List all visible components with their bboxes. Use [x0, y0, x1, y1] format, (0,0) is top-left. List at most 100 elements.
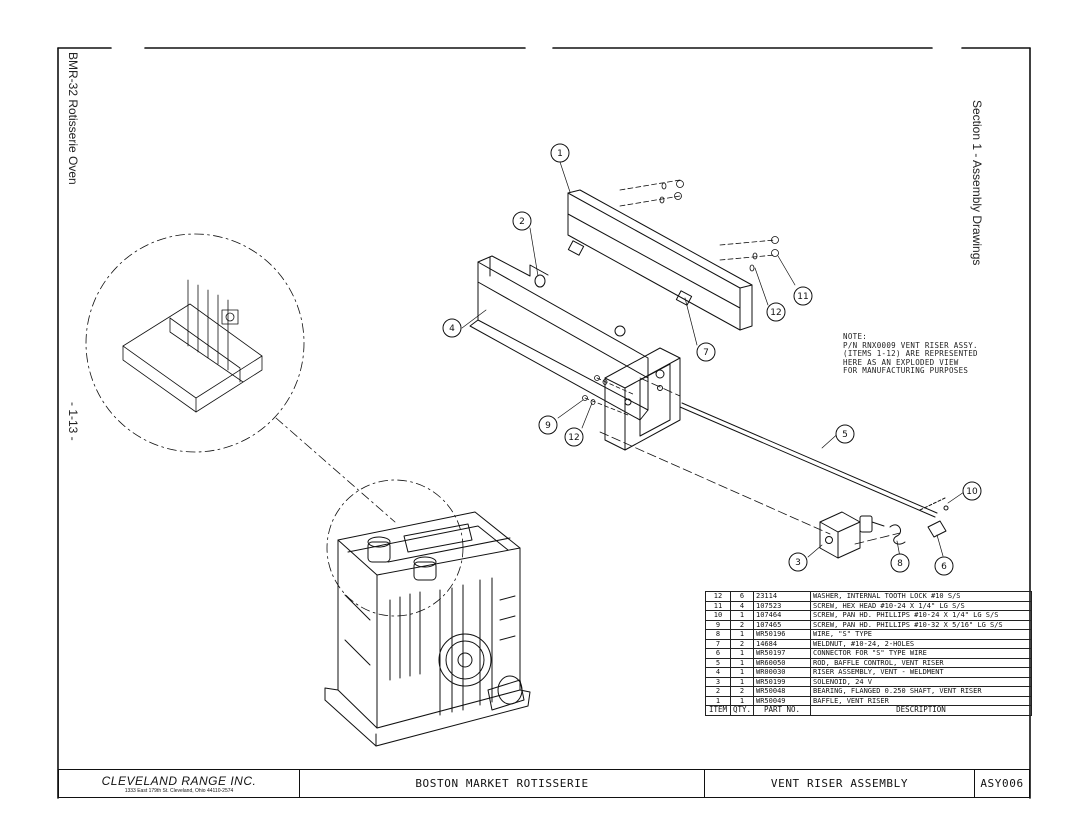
cell-description: ROD, BAFFLE CONTROL, VENT RISER [810, 657, 1032, 668]
balloon-label: 2 [519, 217, 525, 227]
cell-qty: 1 [730, 695, 754, 706]
cell-item: 10 [705, 610, 731, 621]
cell-qty: 2 [730, 619, 754, 630]
drawing-number-cell: ASY006 [975, 770, 1029, 797]
cell-description: CONNECTOR FOR "S" TYPE WIRE [810, 648, 1032, 659]
balloon-item-11: 11 [793, 286, 813, 306]
cell-qty: 1 [730, 648, 754, 659]
cell-item: 5 [705, 657, 731, 668]
section-title: Section 1 - Assembly Drawings [970, 100, 984, 266]
balloon-item-10: 10 [962, 481, 982, 501]
assembly-cell: VENT RISER ASSEMBLY [705, 770, 975, 797]
balloon-label: 8 [897, 559, 903, 569]
cell-qty: 4 [730, 600, 754, 611]
balloon-label: 5 [842, 430, 848, 440]
company-name: CLEVELAND RANGE INC. [101, 773, 257, 788]
column-header-description: DESCRIPTION [810, 705, 1032, 716]
cell-description: WASHER, INTERNAL TOOTH LOCK #10 S/S [810, 591, 1032, 602]
cell-part-no: WR50199 [753, 676, 811, 687]
cell-part-no: 107464 [753, 610, 811, 621]
cell-description: BEARING, FLANGED 0.250 SHAFT, VENT RISER [810, 686, 1032, 697]
cell-description: RISER ASSEMBLY, VENT - WELDMENT [810, 667, 1032, 678]
product-name: BOSTON MARKET ROTISSERIE [415, 777, 589, 790]
balloon-item-2: 2 [512, 211, 532, 231]
balloon-item-4: 4 [442, 318, 462, 338]
product-cell: BOSTON MARKET ROTISSERIE [300, 770, 705, 797]
cell-qty: 1 [730, 667, 754, 678]
cell-item: 12 [705, 591, 731, 602]
column-header-qty: QTY. [730, 705, 754, 716]
column-header-item: ITEM [705, 705, 731, 716]
balloon-label: 10 [966, 487, 978, 497]
balloon-label: 6 [941, 562, 947, 572]
cell-part-no: 107523 [753, 600, 811, 611]
cell-description: SCREW, PAN HD. PHILLIPS #10-32 X 5/16" L… [810, 619, 1032, 630]
assembly-name: VENT RISER ASSEMBLY [770, 777, 909, 790]
cell-qty: 2 [730, 638, 754, 649]
cell-qty: 1 [730, 629, 754, 640]
balloon-item-12: 12 [766, 302, 786, 322]
cell-part-no: WR50049 [753, 695, 811, 706]
detail-magnifier [85, 233, 396, 523]
cell-description: SCREW, PAN HD. PHILLIPS #10-24 X 1/4" LG… [810, 610, 1032, 621]
cell-description: WELDNUT, #10-24, 2-HOLES [810, 638, 1032, 649]
cell-part-no: 107465 [753, 619, 811, 630]
cell-description: BAFFLE, VENT RISER [810, 695, 1032, 706]
balloon-item-12: 12 [564, 427, 584, 447]
oven-cabinet [324, 479, 531, 747]
note-line: P/N RNX0009 VENT RISER ASSY. [843, 340, 978, 350]
balloon-label: 3 [795, 558, 801, 568]
cell-qty: 6 [730, 591, 754, 602]
cell-item: 1 [705, 695, 731, 706]
cell-item: 4 [705, 667, 731, 678]
cell-part-no: 23114 [753, 591, 811, 602]
balloon-item-9: 9 [538, 415, 558, 435]
cell-part-no: WR60050 [753, 657, 811, 668]
cell-part-no: WR50196 [753, 629, 811, 640]
balloon-label: 12 [568, 433, 579, 443]
cell-qty: 1 [730, 657, 754, 668]
balloon-item-3: 3 [788, 552, 808, 572]
cell-description: SCREW, HEX HEAD #10-24 X 1/4" LG S/S [810, 600, 1032, 611]
balloon-item-5: 5 [835, 424, 855, 444]
cell-item: 3 [705, 676, 731, 687]
cell-qty: 1 [730, 676, 754, 687]
note-line: (ITEMS 1-12) ARE REPRESENTED [843, 349, 978, 359]
balloon-label: 7 [703, 348, 709, 358]
drawing-number: ASY006 [980, 777, 1024, 790]
manual-title: BMR-32 Rotisserie Oven [66, 52, 80, 185]
title-block: CLEVELAND RANGE INC. 1333 East 179th St.… [58, 769, 1030, 798]
balloon-item-6: 6 [934, 556, 954, 576]
cell-description: SOLENOID, 24 V [810, 676, 1032, 687]
company-cell: CLEVELAND RANGE INC. 1333 East 179th St.… [59, 770, 300, 797]
cell-item: 11 [705, 600, 731, 611]
note-line: HERE AS AN EXPLODED VIEW [843, 357, 959, 367]
balloon-label: 11 [797, 292, 808, 302]
balloon-item-1: 1 [550, 143, 570, 163]
cell-part-no: WR50048 [753, 686, 811, 697]
note-line: NOTE: [843, 332, 868, 341]
note-line: FOR MANUFACTURING PURPOSES [843, 366, 969, 376]
balloon-item-7: 7 [696, 342, 716, 362]
cell-item: 6 [705, 648, 731, 659]
company-address: 1333 East 179th St. Cleveland, Ohio 4411… [124, 787, 234, 794]
page-number: - 1-13 - [66, 402, 80, 441]
cell-part-no: WR00030 [753, 667, 811, 678]
cell-description: WIRE, "S" TYPE [810, 629, 1032, 640]
cell-item: 2 [705, 686, 731, 697]
